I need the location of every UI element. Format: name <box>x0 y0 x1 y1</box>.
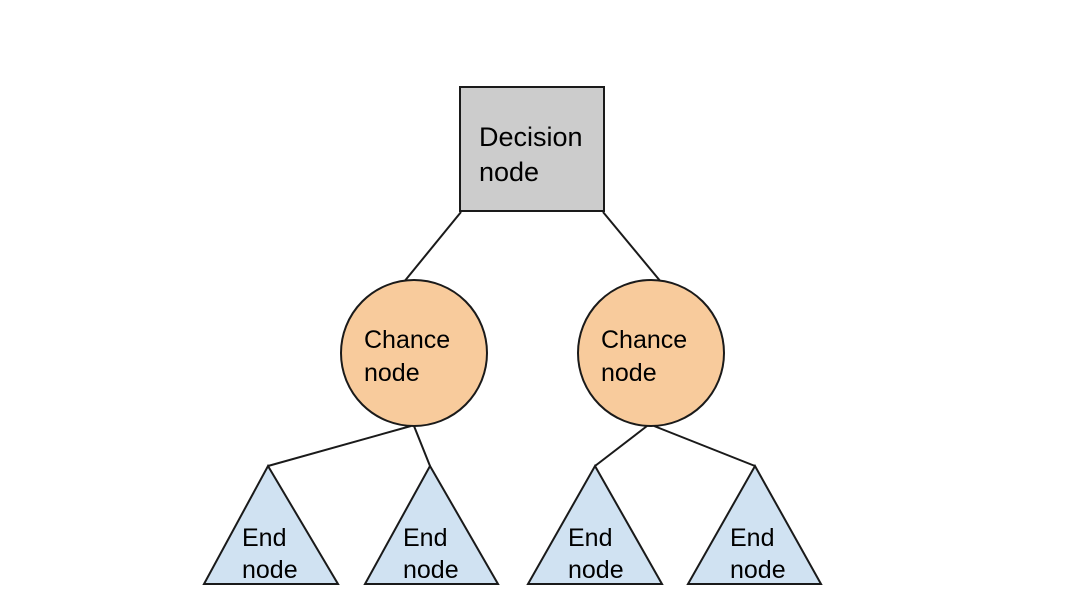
decision-node[interactable] <box>459 86 605 212</box>
end-node-3-label-line1: End <box>568 524 612 552</box>
end-node-1-label-line1: End <box>242 524 286 552</box>
chance-node-left-circle[interactable] <box>340 279 488 427</box>
edge-decision-to-chance-right <box>602 211 667 289</box>
decision-node-label-line1: Decision <box>479 122 583 152</box>
connector-group <box>267 211 756 467</box>
end-node-1[interactable] <box>202 463 340 585</box>
chance-node-right-circle[interactable] <box>577 279 725 427</box>
edge-chance-left-to-end-2 <box>413 425 431 467</box>
edge-chance-right-to-end-3 <box>594 425 648 467</box>
chance-node-right[interactable] <box>577 279 725 427</box>
end-node-4-label-line1: End <box>730 524 774 552</box>
end-node-3[interactable] <box>526 463 664 585</box>
end-node-2[interactable] <box>363 463 500 585</box>
chance-node-right-label-line1: Chance <box>601 326 687 354</box>
end-node-1-label-line2: node <box>242 556 298 584</box>
end-node-2-triangle[interactable] <box>363 463 500 585</box>
chance-node-left[interactable] <box>340 279 488 427</box>
chance-node-left-label-line2: node <box>364 359 420 387</box>
end-node-1-triangle[interactable] <box>202 463 340 585</box>
chance-node-right-label-line2: node <box>601 359 657 387</box>
end-node-3-label-line2: node <box>568 556 624 584</box>
end-node-2-label-line2: node <box>403 556 459 584</box>
chance-node-left-label-line1: Chance <box>364 326 450 354</box>
label-group: Decision node Chance node Chance node En… <box>242 122 786 584</box>
edge-chance-right-to-end-4 <box>653 425 756 467</box>
edge-chance-left-to-end-1 <box>267 425 412 467</box>
end-node-2-label-line1: End <box>403 524 447 552</box>
end-node-3-triangle[interactable] <box>526 463 664 585</box>
edge-decision-to-chance-left <box>398 211 462 289</box>
decision-node-rect[interactable] <box>459 86 605 212</box>
end-node-4-label-line2: node <box>730 556 786 584</box>
decision-node-label-line2: node <box>479 157 539 187</box>
end-node-4[interactable] <box>686 463 823 585</box>
end-node-4-triangle[interactable] <box>686 463 823 585</box>
